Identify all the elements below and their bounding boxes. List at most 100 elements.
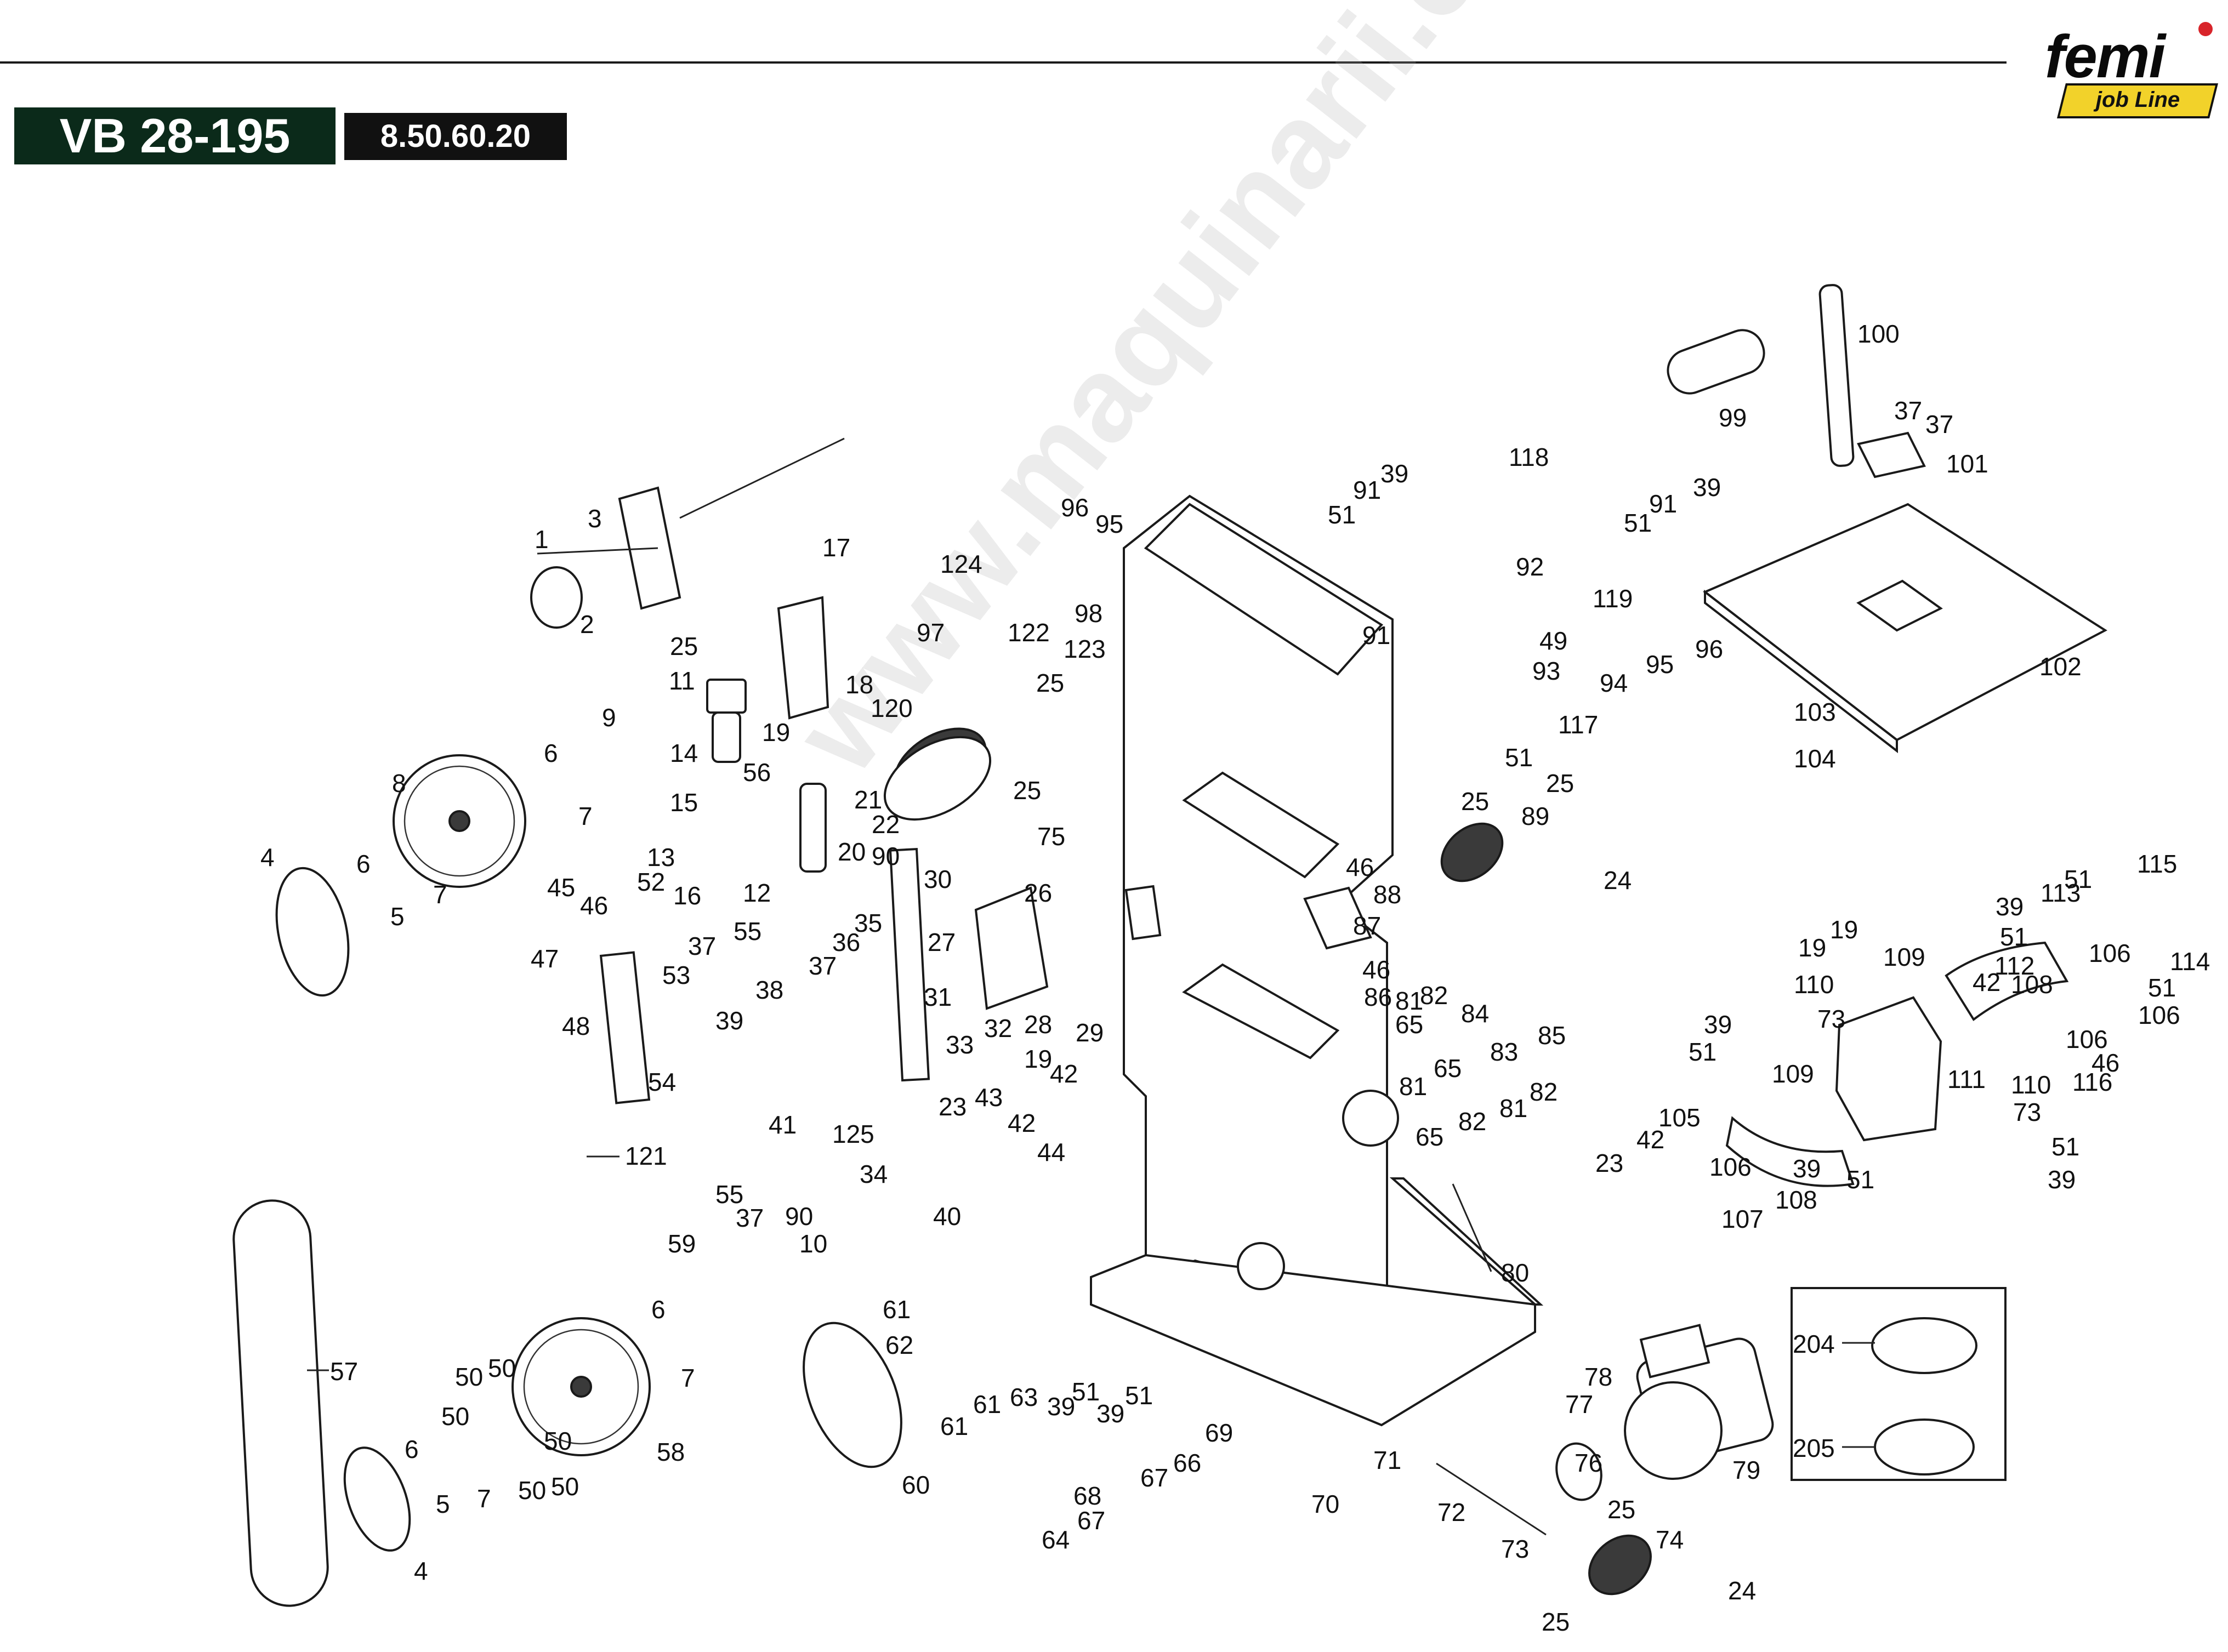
callout-102: 102 <box>2039 652 2082 681</box>
trunnion-segment-lower <box>1725 1116 1855 1187</box>
callout-112: 112 <box>1994 952 2034 980</box>
callout-83: 83 <box>1490 1038 1518 1066</box>
logo-dot-icon <box>2198 22 2213 36</box>
callout-37: 37 <box>809 952 837 980</box>
leader-1 <box>537 547 658 555</box>
callout-50: 50 <box>551 1472 579 1501</box>
callout-80: 80 <box>1501 1258 1529 1287</box>
callout-25: 25 <box>1036 669 1064 697</box>
callout-50: 50 <box>441 1402 469 1431</box>
callout-7: 7 <box>681 1364 695 1392</box>
callout-39: 39 <box>2048 1165 2076 1194</box>
callout-125: 125 <box>832 1120 874 1148</box>
callout-50: 50 <box>488 1354 516 1382</box>
callout-74: 74 <box>1656 1525 1684 1554</box>
model-code: 8.50.60.20 <box>344 113 567 160</box>
callout-106: 106 <box>2066 1025 2108 1053</box>
callout-42: 42 <box>1973 968 2000 996</box>
callout-119: 119 <box>1593 584 1633 613</box>
callout-51: 51 <box>1505 743 1533 772</box>
callout-56: 56 <box>743 758 771 787</box>
callout-37: 37 <box>1894 396 1922 425</box>
callout-19: 19 <box>1798 933 1826 962</box>
logo-text: femi <box>2045 23 2166 90</box>
callout-70: 70 <box>1311 1490 1339 1518</box>
callout-1: 1 <box>535 525 549 554</box>
callout-24: 24 <box>1604 866 1632 895</box>
callout-61: 61 <box>973 1390 1001 1419</box>
callout-13: 13 <box>647 843 675 871</box>
blade-guide-bar <box>889 847 930 1082</box>
callout-45: 45 <box>547 873 575 902</box>
callout-39: 39 <box>1380 459 1408 488</box>
callout-65: 65 <box>1416 1123 1443 1151</box>
callout-39: 39 <box>1996 892 2024 921</box>
callout-124: 124 <box>940 550 982 578</box>
callout-90: 90 <box>785 1202 813 1231</box>
callout-51: 51 <box>1328 500 1356 529</box>
callout-103: 103 <box>1794 698 1836 726</box>
callout-67: 67 <box>1140 1463 1168 1492</box>
callout-84: 84 <box>1461 999 1489 1028</box>
motor-terminal-box <box>1639 1324 1710 1378</box>
callout-15: 15 <box>670 788 698 817</box>
callout-36: 36 <box>832 928 860 956</box>
callout-82: 82 <box>1530 1078 1558 1106</box>
callout-94: 94 <box>1600 669 1628 697</box>
callout-30: 30 <box>924 865 952 893</box>
callout-19: 19 <box>1024 1045 1052 1073</box>
callout-106: 106 <box>1709 1153 1752 1181</box>
upper-wheel-hub <box>448 810 470 832</box>
bracket-18 <box>777 596 829 720</box>
callout-69: 69 <box>1205 1419 1233 1447</box>
callout-5: 5 <box>436 1490 450 1518</box>
callout-8: 8 <box>392 769 406 797</box>
callout-39: 39 <box>1047 1392 1075 1421</box>
callout-65: 65 <box>1434 1054 1462 1083</box>
drive-belt <box>803 1321 902 1468</box>
callout-51: 51 <box>1689 1038 1717 1066</box>
callout-117: 117 <box>1558 710 1598 739</box>
callout-49: 49 <box>1539 626 1567 655</box>
callout-123: 123 <box>1064 635 1106 663</box>
callout-57: 57 <box>330 1357 358 1386</box>
callout-46: 46 <box>1362 955 1390 984</box>
callout-79: 79 <box>1732 1456 1760 1484</box>
callout-82: 82 <box>1458 1107 1486 1136</box>
callout-104: 104 <box>1794 744 1836 773</box>
callout-9: 9 <box>602 703 616 732</box>
spring <box>712 711 741 763</box>
callout-46: 46 <box>1346 853 1374 881</box>
upper-tire <box>275 867 350 997</box>
callout-17: 17 <box>822 533 850 562</box>
leader-80 <box>1452 1183 1492 1272</box>
callout-51: 51 <box>2064 865 2092 893</box>
callout-61: 61 <box>883 1295 911 1324</box>
callout-14: 14 <box>670 739 698 767</box>
femi-logo: femi job Line <box>2039 22 2220 118</box>
callout-55: 55 <box>715 1180 743 1209</box>
callout-122: 122 <box>1008 618 1050 647</box>
callout-28: 28 <box>1024 1010 1052 1039</box>
callout-96: 96 <box>1061 493 1089 522</box>
callout-91: 91 <box>1353 476 1381 504</box>
callout-35: 35 <box>854 909 882 937</box>
callout-22: 22 <box>872 810 900 839</box>
callout-29: 29 <box>1076 1018 1104 1047</box>
callout-20: 20 <box>838 838 866 866</box>
fan-205 <box>1874 1419 1975 1476</box>
callout-96: 96 <box>1695 635 1723 663</box>
callout-114: 114 <box>2170 947 2210 976</box>
callout-25: 25 <box>1607 1495 1635 1524</box>
callout-87: 87 <box>1353 912 1381 940</box>
callout-32: 32 <box>984 1014 1012 1043</box>
callout-81: 81 <box>1399 1072 1427 1101</box>
callout-71: 71 <box>1373 1446 1401 1474</box>
callout-95: 95 <box>1095 510 1123 538</box>
leader-72 <box>1436 1462 1547 1536</box>
frame-port-lower <box>1237 1242 1285 1290</box>
callout-51: 51 <box>1624 509 1652 537</box>
callout-88: 88 <box>1373 880 1401 909</box>
callout-11: 11 <box>669 667 695 695</box>
callout-6: 6 <box>405 1435 419 1463</box>
